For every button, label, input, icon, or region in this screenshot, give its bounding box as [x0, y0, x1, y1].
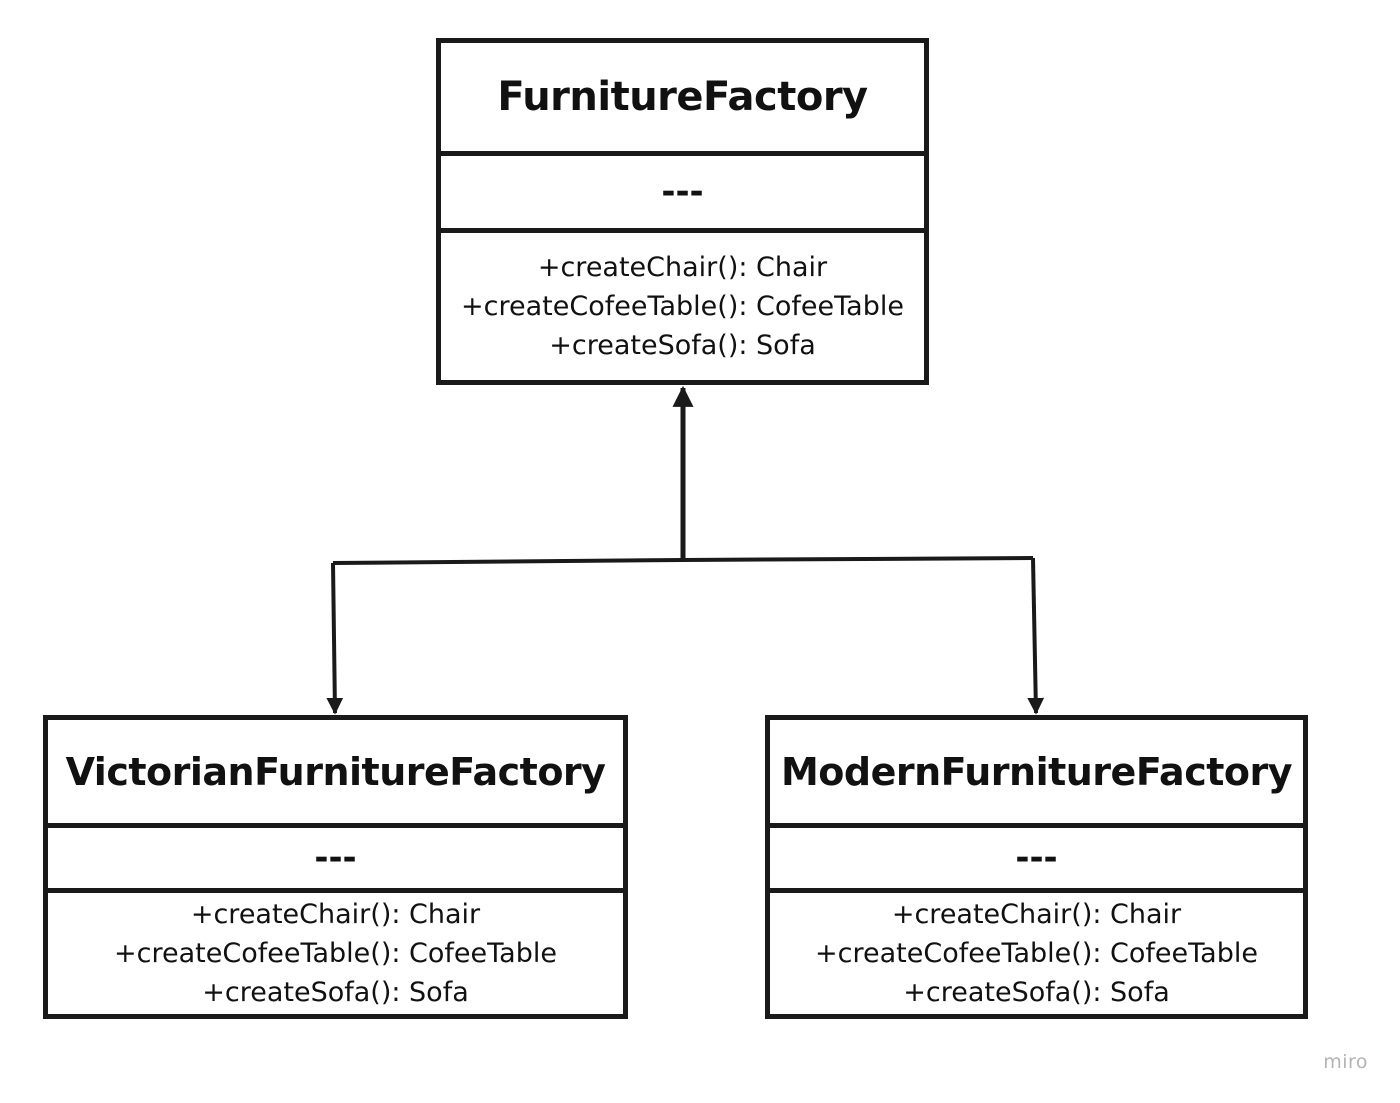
class-methods: +createChair(): Chair +createCofeeTable(… [770, 893, 1303, 1014]
class-methods: +createChair(): Chair +createCofeeTable(… [48, 893, 623, 1014]
class-name: FurnitureFactory [441, 43, 924, 156]
connector-bus [332, 556, 1034, 565]
class-attributes: --- [770, 828, 1303, 893]
method-create-sofa: +createSofa(): Sofa [903, 977, 1170, 1008]
class-name: ModernFurnitureFactory [770, 720, 1303, 828]
method-create-sofa: +createSofa(): Sofa [549, 330, 816, 361]
method-create-cofeetable: +createCofeeTable(): CofeeTable [114, 938, 557, 969]
class-box-modernfurniturefactory[interactable]: ModernFurnitureFactory --- +createChair(… [765, 715, 1308, 1019]
method-create-sofa: +createSofa(): Sofa [202, 977, 469, 1008]
method-create-chair: +createChair(): Chair [891, 899, 1182, 930]
method-create-chair: +createChair(): Chair [190, 899, 481, 930]
method-create-cofeetable: +createCofeeTable(): CofeeTable [461, 291, 904, 322]
class-name: VictorianFurnitureFactory [48, 720, 623, 828]
connector-branch-modern [1027, 557, 1045, 715]
class-attributes: --- [441, 156, 924, 233]
method-create-chair: +createChair(): Chair [537, 252, 828, 283]
miro-watermark: miro [1323, 1051, 1368, 1073]
class-attributes: --- [48, 828, 623, 893]
connector-branch-victorian [326, 562, 344, 715]
class-box-furniturefactory[interactable]: FurnitureFactory --- +createChair(): Cha… [436, 38, 929, 385]
method-create-cofeetable: +createCofeeTable(): CofeeTable [815, 938, 1258, 969]
class-methods: +createChair(): Chair +createCofeeTable(… [441, 233, 924, 380]
class-box-victorianfurniturefactory[interactable]: VictorianFurnitureFactory --- +createCha… [43, 715, 628, 1019]
